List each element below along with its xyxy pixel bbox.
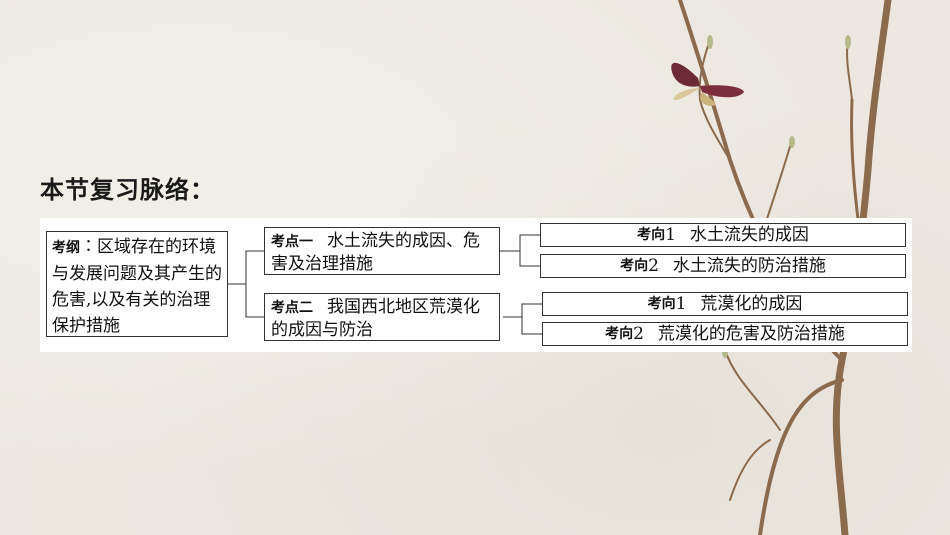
direction-tag: 考向 — [647, 296, 676, 312]
exam-point-2-tag: 考点二 — [271, 300, 313, 316]
direction-text: 荒漠化的危害及防治措施 — [657, 324, 845, 344]
section-title: 本节复习脉络： — [40, 176, 215, 204]
direction-tag: 考向 — [620, 258, 649, 274]
exam-point-1-tag: 考点一 — [271, 234, 313, 250]
direction-text: 水土流失的成因 — [689, 225, 809, 245]
exam-point-1-text: 水土流失的成因、危害及治理措施 — [271, 231, 480, 274]
direction-tag: 考向 — [637, 227, 666, 243]
connector-point1-dir1 — [500, 234, 540, 252]
butterfly-icon — [671, 62, 744, 106]
exam-point-2-text: 我国西北地区荒漠化的成因与防治 — [271, 297, 480, 340]
direction-tag: 考向 — [605, 326, 634, 342]
direction-text: 水土流失的防治措施 — [672, 256, 826, 276]
connector-point2-dir1 — [503, 303, 542, 318]
direction-number: 1 — [665, 225, 676, 245]
direction-number: 1 — [675, 294, 687, 314]
connector-point2-dir2 — [521, 317, 542, 335]
exam-point-2-box: 考点二我国西北地区荒漠化的成因与防治 — [264, 293, 500, 341]
outline-separator: ∶ — [80, 237, 97, 257]
outline-tag: 考纲 — [52, 240, 80, 256]
connector-outline-point1 — [228, 250, 264, 285]
exam-point-1-box: 考点一水土流失的成因、危害及治理措施 — [264, 227, 500, 275]
leaf-buds — [707, 35, 851, 358]
direction-number: 2 — [648, 256, 659, 276]
outline-box: 考纲∶区域存在的环境与发展问题及其产生的危害,以及有关的治理保护措施 — [46, 231, 228, 337]
direction-text: 荒漠化的成因 — [700, 294, 803, 314]
outline-text: 区域存在的环境与发展问题及其产生的危害,以及有关的治理保护措施 — [52, 237, 222, 336]
direction-number: 2 — [633, 324, 644, 344]
connector-outline-point2 — [245, 284, 264, 318]
connector-point1-dir2 — [519, 251, 540, 267]
